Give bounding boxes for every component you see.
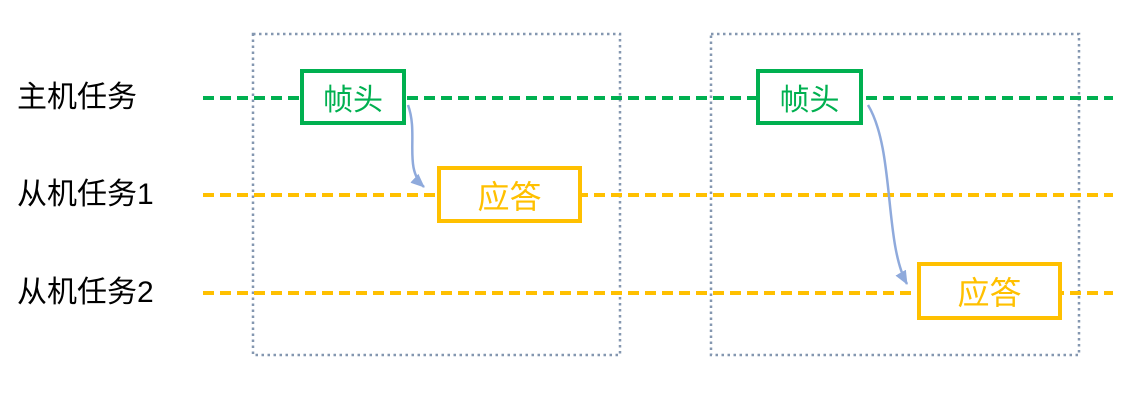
slave-task-1-timeline (203, 193, 1113, 197)
response-box-cycle-2: 应答 (917, 262, 1062, 320)
lane-label-host-task: 主机任务 (17, 81, 137, 114)
frame-header-label: 帧头 (779, 84, 840, 117)
response-label: 应答 (957, 275, 1022, 311)
host-task-timeline (203, 96, 1113, 100)
lane-label-slave-task-2: 从机任务2 (17, 276, 154, 309)
response-box-cycle-1: 应答 (437, 166, 582, 223)
frame-header-box-cycle-1: 帧头 (300, 69, 406, 125)
slave-task-2-timeline (203, 291, 1113, 295)
frame-header-box-cycle-2: 帧头 (756, 69, 863, 125)
arrow-header-to-response-1 (406, 104, 425, 188)
lane-label-slave-task-1: 从机任务1 (17, 178, 154, 211)
frame-header-label: 帧头 (323, 84, 383, 117)
response-label: 应答 (477, 178, 542, 215)
